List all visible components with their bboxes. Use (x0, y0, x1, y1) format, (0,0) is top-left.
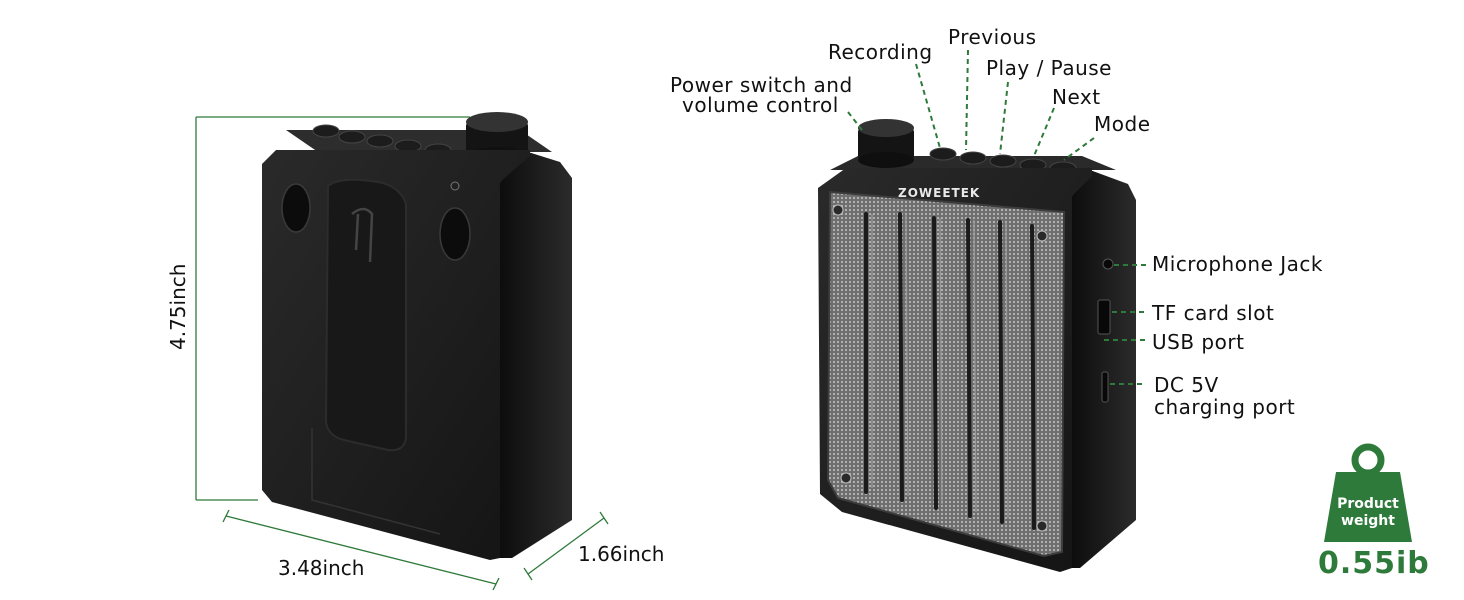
tf-slot-callout: TF card slot (1152, 301, 1275, 325)
width-dimension-label: 3.48inch (278, 556, 365, 580)
play-pause-callout: Play / Pause (986, 56, 1112, 80)
speaker-front-view: ZOWEETEK (818, 119, 1136, 572)
weight-value: 0.55ib (1318, 546, 1430, 581)
usb-port-callout: USB port (1152, 330, 1245, 354)
depth-dimension-label: 1.66inch (578, 542, 665, 566)
front-volume-knob (858, 119, 914, 168)
grille-ribs (864, 212, 1036, 530)
dc-callout-line1: DC 5V (1154, 373, 1219, 397)
back-screws (281, 183, 471, 261)
brand-logo: ZOWEETEK (898, 186, 980, 200)
belt-clip (324, 178, 407, 452)
power-callout-line1: Power switch and (670, 73, 853, 97)
dimension-lines (195, 116, 609, 591)
weight-label-line1: Product (1337, 496, 1399, 512)
weight-label-line2: weight (1341, 513, 1395, 529)
weight-badge: Product weight (1324, 443, 1412, 542)
callout-leaders (847, 49, 1146, 385)
height-dimension-label: 4.75inch (166, 263, 190, 350)
previous-callout: Previous (948, 25, 1037, 49)
mode-callout: Mode (1094, 112, 1151, 136)
next-callout: Next (1052, 85, 1101, 109)
side-ports (1097, 258, 1114, 403)
mic-jack-callout: Microphone Jack (1152, 252, 1324, 276)
speaker-back-view (262, 112, 572, 560)
power-callout-line2: volume control (682, 93, 839, 117)
grille-screws (832, 204, 1048, 532)
recording-callout: Recording (828, 40, 933, 64)
dc-callout-line2: charging port (1154, 395, 1296, 419)
grille-rib-highlights (871, 213, 1009, 519)
